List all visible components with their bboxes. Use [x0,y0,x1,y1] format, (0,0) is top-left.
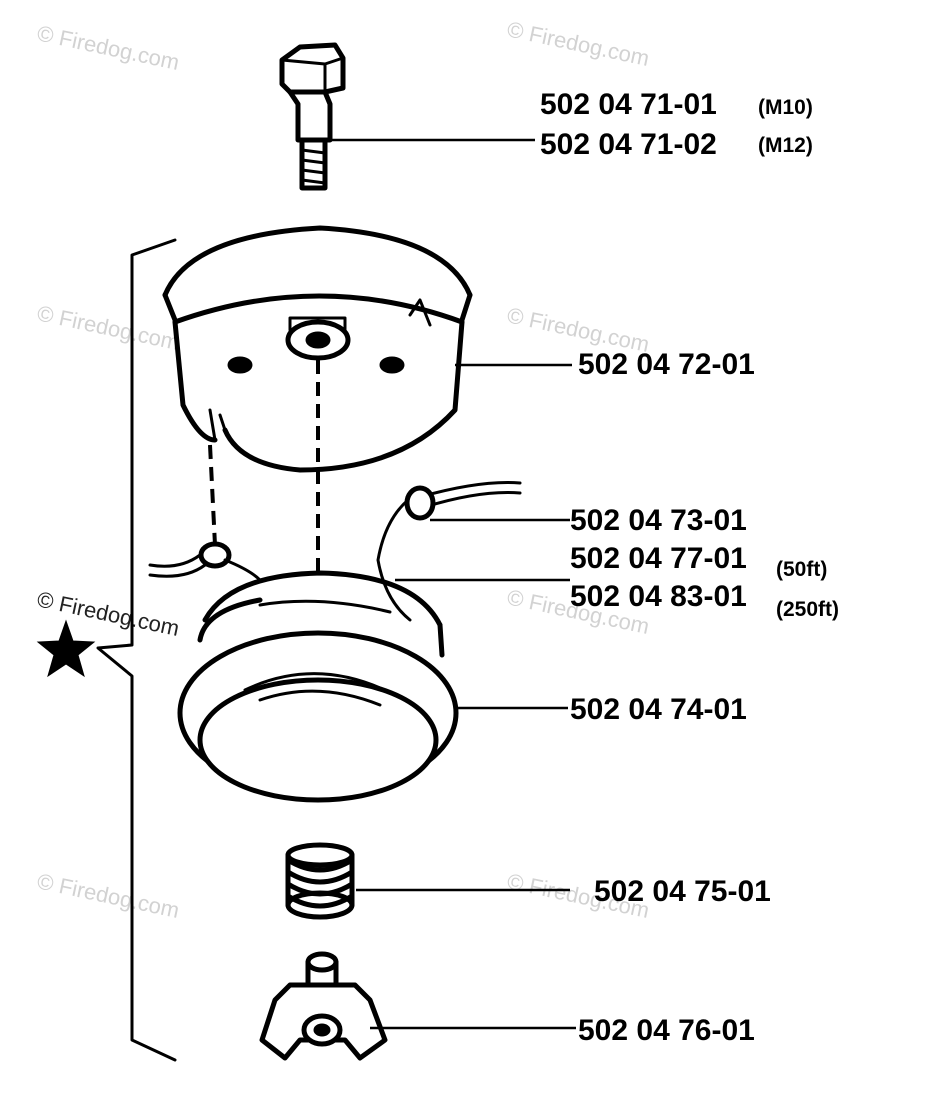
part-note-line-250: (250ft) [776,598,839,621]
part-number-cover: 502 04 72-01 [578,348,755,381]
part-note-bolt-alt: (M12) [758,134,813,157]
part-number-line-250: 502 04 83-01 [570,580,747,613]
part-note-line-50: (50ft) [776,558,827,581]
part-number-knob: 502 04 76-01 [578,1014,755,1047]
bolt-drawing [279,42,346,191]
spring-drawing [285,842,355,920]
star-icon [36,619,96,678]
cover-drawing [162,225,473,473]
kit-bracket [96,238,177,1062]
watermark: © Firedog.com [35,300,182,355]
spool-drawing [177,570,459,803]
assembly-axis-left [208,444,217,546]
knob-drawing [259,951,388,1061]
part-number-line-50: 502 04 77-01 [570,542,747,575]
watermark: © Firedog.com [505,16,652,71]
part-number-spool: 502 04 74-01 [570,693,747,726]
part-number-spring: 502 04 75-01 [594,875,771,908]
line-drawing [148,481,522,622]
watermark: © Firedog.com [35,868,182,923]
part-number-bolt: 502 04 71-01 [540,88,717,121]
watermark: © Firedog.com [35,20,182,75]
part-number-eyelet: 502 04 73-01 [570,504,747,537]
part-note-bolt: (M10) [758,96,813,119]
watermark-dark: © Firedog.com [35,586,182,641]
part-number-bolt-alt: 502 04 71-02 [540,128,717,161]
